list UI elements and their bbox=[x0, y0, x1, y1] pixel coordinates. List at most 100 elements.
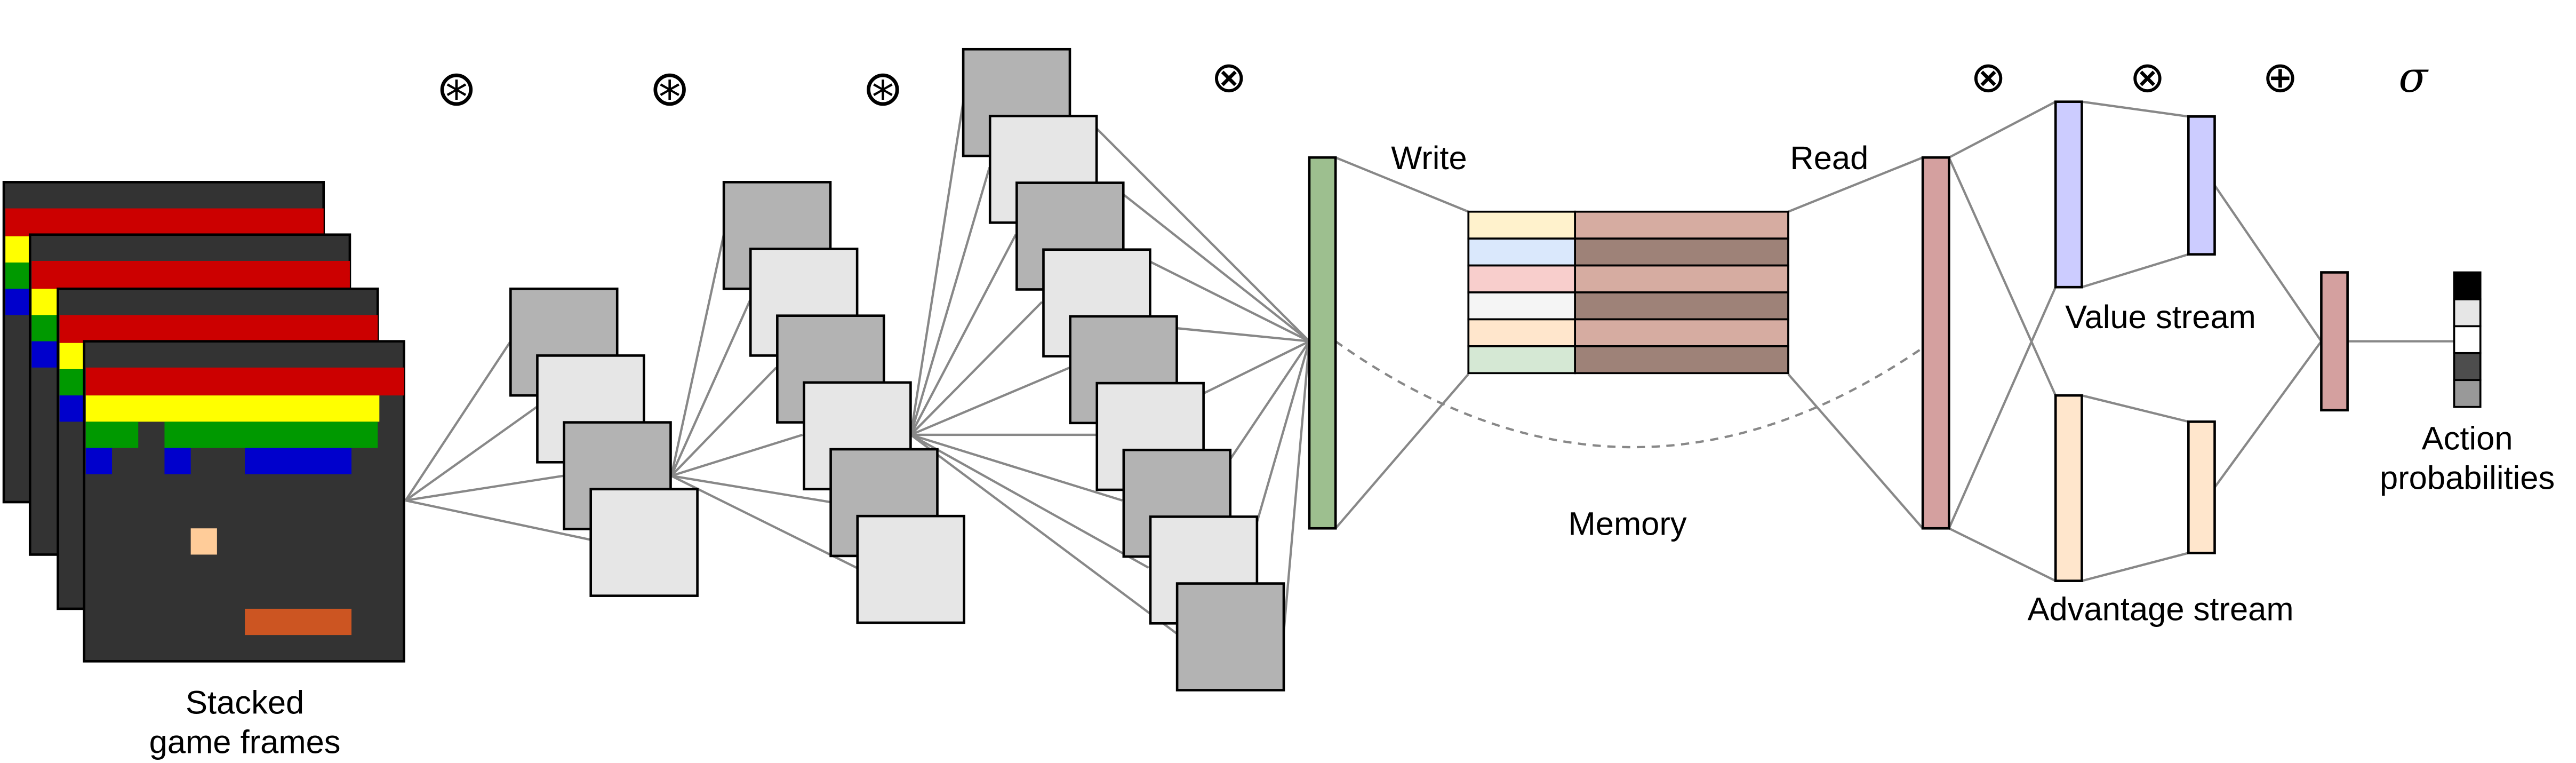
connection-line bbox=[1335, 156, 1469, 213]
memory-key-cell bbox=[1467, 345, 1577, 375]
advantage-stream-label: Advantage stream bbox=[2027, 591, 2293, 627]
brick-row-red bbox=[85, 367, 404, 396]
memory-value-cell bbox=[1574, 345, 1789, 375]
feature-map bbox=[1175, 582, 1285, 692]
memory-value-cell bbox=[1574, 210, 1789, 240]
connection-line bbox=[910, 433, 1123, 502]
connection-line bbox=[405, 406, 538, 502]
connection-line bbox=[1202, 340, 1310, 395]
brick-row-blue bbox=[31, 341, 58, 368]
product-operator-1: ⊗ bbox=[1211, 52, 1247, 102]
value-stream-label: Value stream bbox=[2065, 299, 2256, 336]
connection-line bbox=[1334, 373, 1469, 529]
memory-value-cell bbox=[1574, 291, 1789, 321]
connection-line bbox=[910, 366, 1070, 436]
connection-line bbox=[670, 299, 751, 476]
connection-line bbox=[1787, 373, 1924, 529]
sum-operator: ⊕ bbox=[2262, 52, 2298, 102]
connection-line bbox=[670, 367, 778, 477]
memory-read-dashed-path bbox=[1334, 340, 1924, 449]
connection-line bbox=[405, 499, 591, 541]
connection-line bbox=[1095, 127, 1310, 343]
conv-operator-1: ⊛ bbox=[436, 59, 477, 117]
connection-line bbox=[909, 167, 991, 435]
connection-line bbox=[671, 433, 803, 477]
memory-value-cell bbox=[1574, 264, 1789, 293]
write-vector bbox=[1308, 156, 1337, 530]
connection-line bbox=[1254, 341, 1311, 529]
connection-line bbox=[1282, 341, 1311, 640]
conv-layer-1-feature-maps bbox=[509, 287, 699, 597]
brick-row-red bbox=[59, 315, 378, 343]
connection-line bbox=[1948, 287, 2057, 529]
stacked-frames-label-line-2: game frames bbox=[149, 724, 341, 761]
connection-line bbox=[1948, 157, 2057, 396]
action-probability-cell bbox=[2453, 271, 2482, 300]
memory-key-cell bbox=[1467, 210, 1577, 240]
brick-row-blue bbox=[245, 448, 352, 474]
connection-line bbox=[670, 474, 858, 569]
stacked-game-frames bbox=[2, 181, 405, 663]
conv-operator-2: ⊛ bbox=[649, 59, 690, 117]
brick-row-blue bbox=[164, 448, 191, 474]
memory-key-cell bbox=[1467, 318, 1577, 347]
product-operator-2: ⊗ bbox=[1971, 52, 2006, 102]
connection-line bbox=[1228, 340, 1310, 462]
brick-row-yellow bbox=[85, 395, 380, 422]
connection-line bbox=[2213, 185, 2323, 342]
memory-table bbox=[1467, 210, 1789, 375]
action-probability-cell bbox=[2453, 352, 2482, 381]
action-probabilities-label-line-2: probabilities bbox=[2380, 459, 2555, 496]
output-vector bbox=[2320, 271, 2349, 412]
connection-line bbox=[2081, 253, 2189, 289]
connection-line bbox=[1788, 156, 1923, 213]
value-stream-layer-2 bbox=[2187, 115, 2216, 256]
brick-row-blue bbox=[59, 395, 86, 422]
connection-line bbox=[2082, 100, 2189, 118]
connection-line bbox=[910, 434, 1178, 634]
memory-value-cell bbox=[1574, 318, 1789, 347]
memory-key-cell bbox=[1467, 291, 1577, 321]
write-label: Write bbox=[1391, 140, 1467, 177]
connection-line bbox=[909, 101, 965, 435]
conv-layer-2-feature-maps bbox=[722, 181, 965, 624]
value-stream-layer-1 bbox=[2054, 100, 2083, 289]
connection-line bbox=[909, 234, 1017, 435]
advantage-stream-layer-2 bbox=[2187, 420, 2216, 554]
connection-line bbox=[1948, 100, 2057, 159]
conv-layer-3-feature-maps bbox=[962, 47, 1285, 692]
memory-label: Memory bbox=[1569, 506, 1687, 543]
memory-value-cell bbox=[1574, 237, 1789, 267]
connection-line bbox=[2081, 394, 2189, 423]
sigmoid-operator: σ bbox=[2398, 52, 2429, 102]
read-label: Read bbox=[1790, 140, 1868, 177]
action-probabilities-bar bbox=[2453, 271, 2482, 408]
connection-line bbox=[1148, 260, 1310, 343]
action-probability-cell bbox=[2453, 379, 2482, 408]
brick-row-red bbox=[31, 260, 350, 289]
conv-operator-3: ⊛ bbox=[862, 59, 903, 117]
advantage-stream-layer-1 bbox=[2054, 394, 2083, 582]
memory-key-cell bbox=[1467, 237, 1577, 267]
paddle bbox=[245, 608, 352, 635]
brick-row-green bbox=[164, 422, 378, 448]
action-probability-cell bbox=[2453, 325, 2482, 354]
connection-line bbox=[404, 340, 512, 502]
connection-line bbox=[671, 474, 831, 504]
brick-row-blue bbox=[85, 448, 113, 474]
feature-map bbox=[589, 488, 699, 597]
connection-line bbox=[1176, 327, 1310, 343]
connection-line bbox=[910, 301, 1043, 436]
connection-line bbox=[910, 434, 1149, 569]
action-probabilities-label-line-1: Action bbox=[2422, 420, 2513, 457]
brick-row-green bbox=[85, 422, 139, 448]
connection-line bbox=[2081, 552, 2189, 582]
connection-line bbox=[405, 474, 564, 502]
memory-key-cell bbox=[1467, 264, 1577, 293]
stacked-frames-label-line-1: Stacked bbox=[186, 685, 304, 721]
brick-row-red bbox=[5, 208, 324, 236]
brick-row-blue bbox=[5, 289, 32, 315]
connection-line bbox=[1122, 193, 1310, 343]
action-probability-cell bbox=[2453, 298, 2482, 328]
